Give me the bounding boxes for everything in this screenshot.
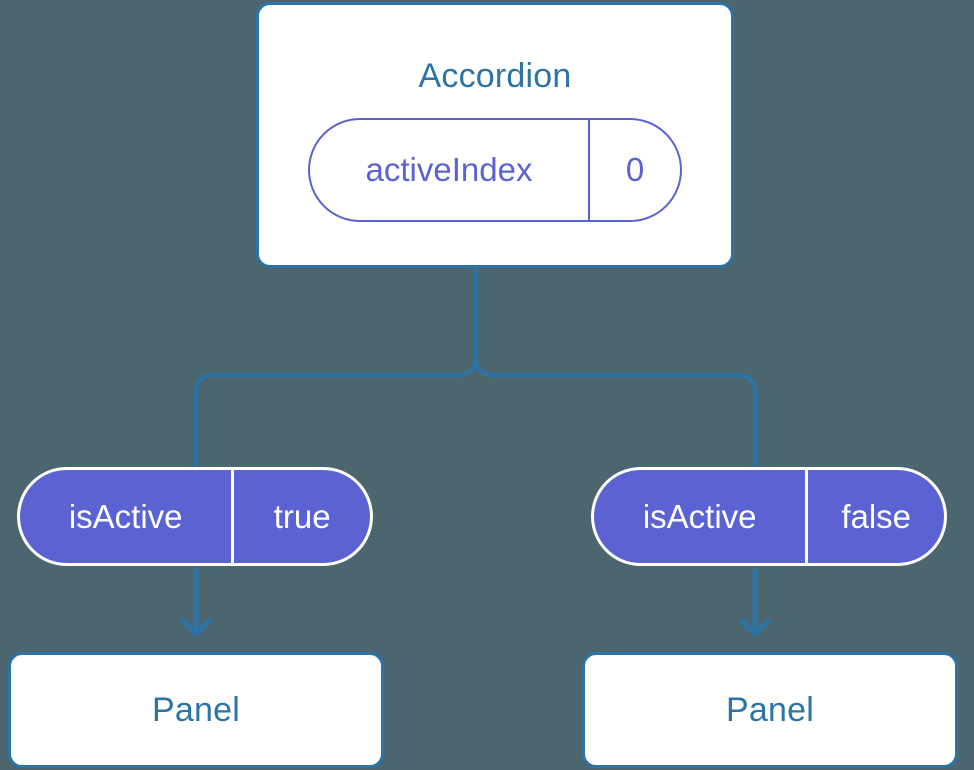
node-panel-right[interactable]: Panel [582, 652, 958, 768]
prop-pill-active-index-key: activeIndex [365, 151, 533, 188]
arrow-right [739, 568, 771, 637]
prop-pill-is-active-right-value: false [805, 470, 944, 563]
prop-pill-is-active-right[interactable]: isActive false [591, 467, 947, 566]
arrow-right-head-icon [739, 618, 771, 637]
prop-pill-is-active-left-key: isActive [68, 497, 183, 535]
connector-root-to-branch-right [473, 355, 757, 470]
arrow-left-head-icon [180, 618, 212, 637]
connector-root-to-branches [194, 266, 478, 470]
node-panel-left[interactable]: Panel [8, 652, 384, 768]
node-panel-left-label: Panel [152, 691, 240, 729]
prop-pill-is-active-left[interactable]: isActive true [17, 467, 373, 566]
node-accordion-label: Accordion [418, 57, 572, 95]
prop-pill-active-index[interactable]: activeIndex 0 [308, 118, 682, 222]
node-panel-right-label: Panel [726, 691, 814, 729]
arrow-left [180, 568, 212, 637]
prop-pill-is-active-left-value: true [231, 470, 370, 563]
prop-pill-active-index-value: 0 [587, 120, 680, 220]
prop-pill-is-active-right-key: isActive [642, 497, 757, 535]
